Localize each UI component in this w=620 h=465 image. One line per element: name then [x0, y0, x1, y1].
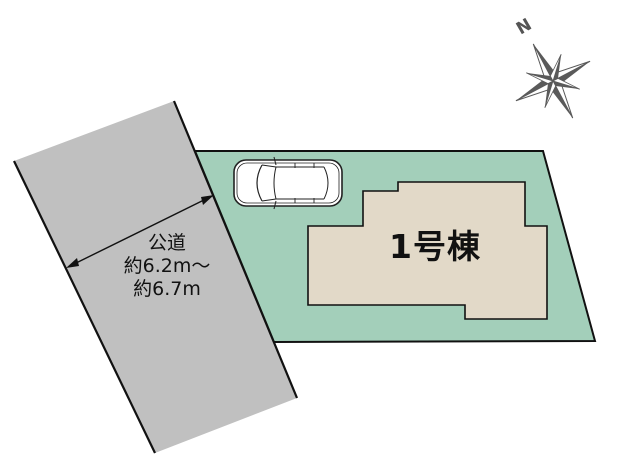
building-label: 1号棟 — [389, 227, 481, 266]
road-name: 公道 — [147, 232, 186, 254]
compass-rose-icon — [515, 43, 591, 119]
road-label: 公道 約6.2m～ 約6.7m — [92, 232, 242, 301]
road-width-max: 約6.7m — [133, 278, 201, 300]
road-width-min: 約6.2m～ — [123, 255, 211, 277]
building-footprint — [307, 181, 548, 320]
road-width-dimension-arrow — [66, 195, 214, 268]
car-icon — [233, 156, 343, 210]
